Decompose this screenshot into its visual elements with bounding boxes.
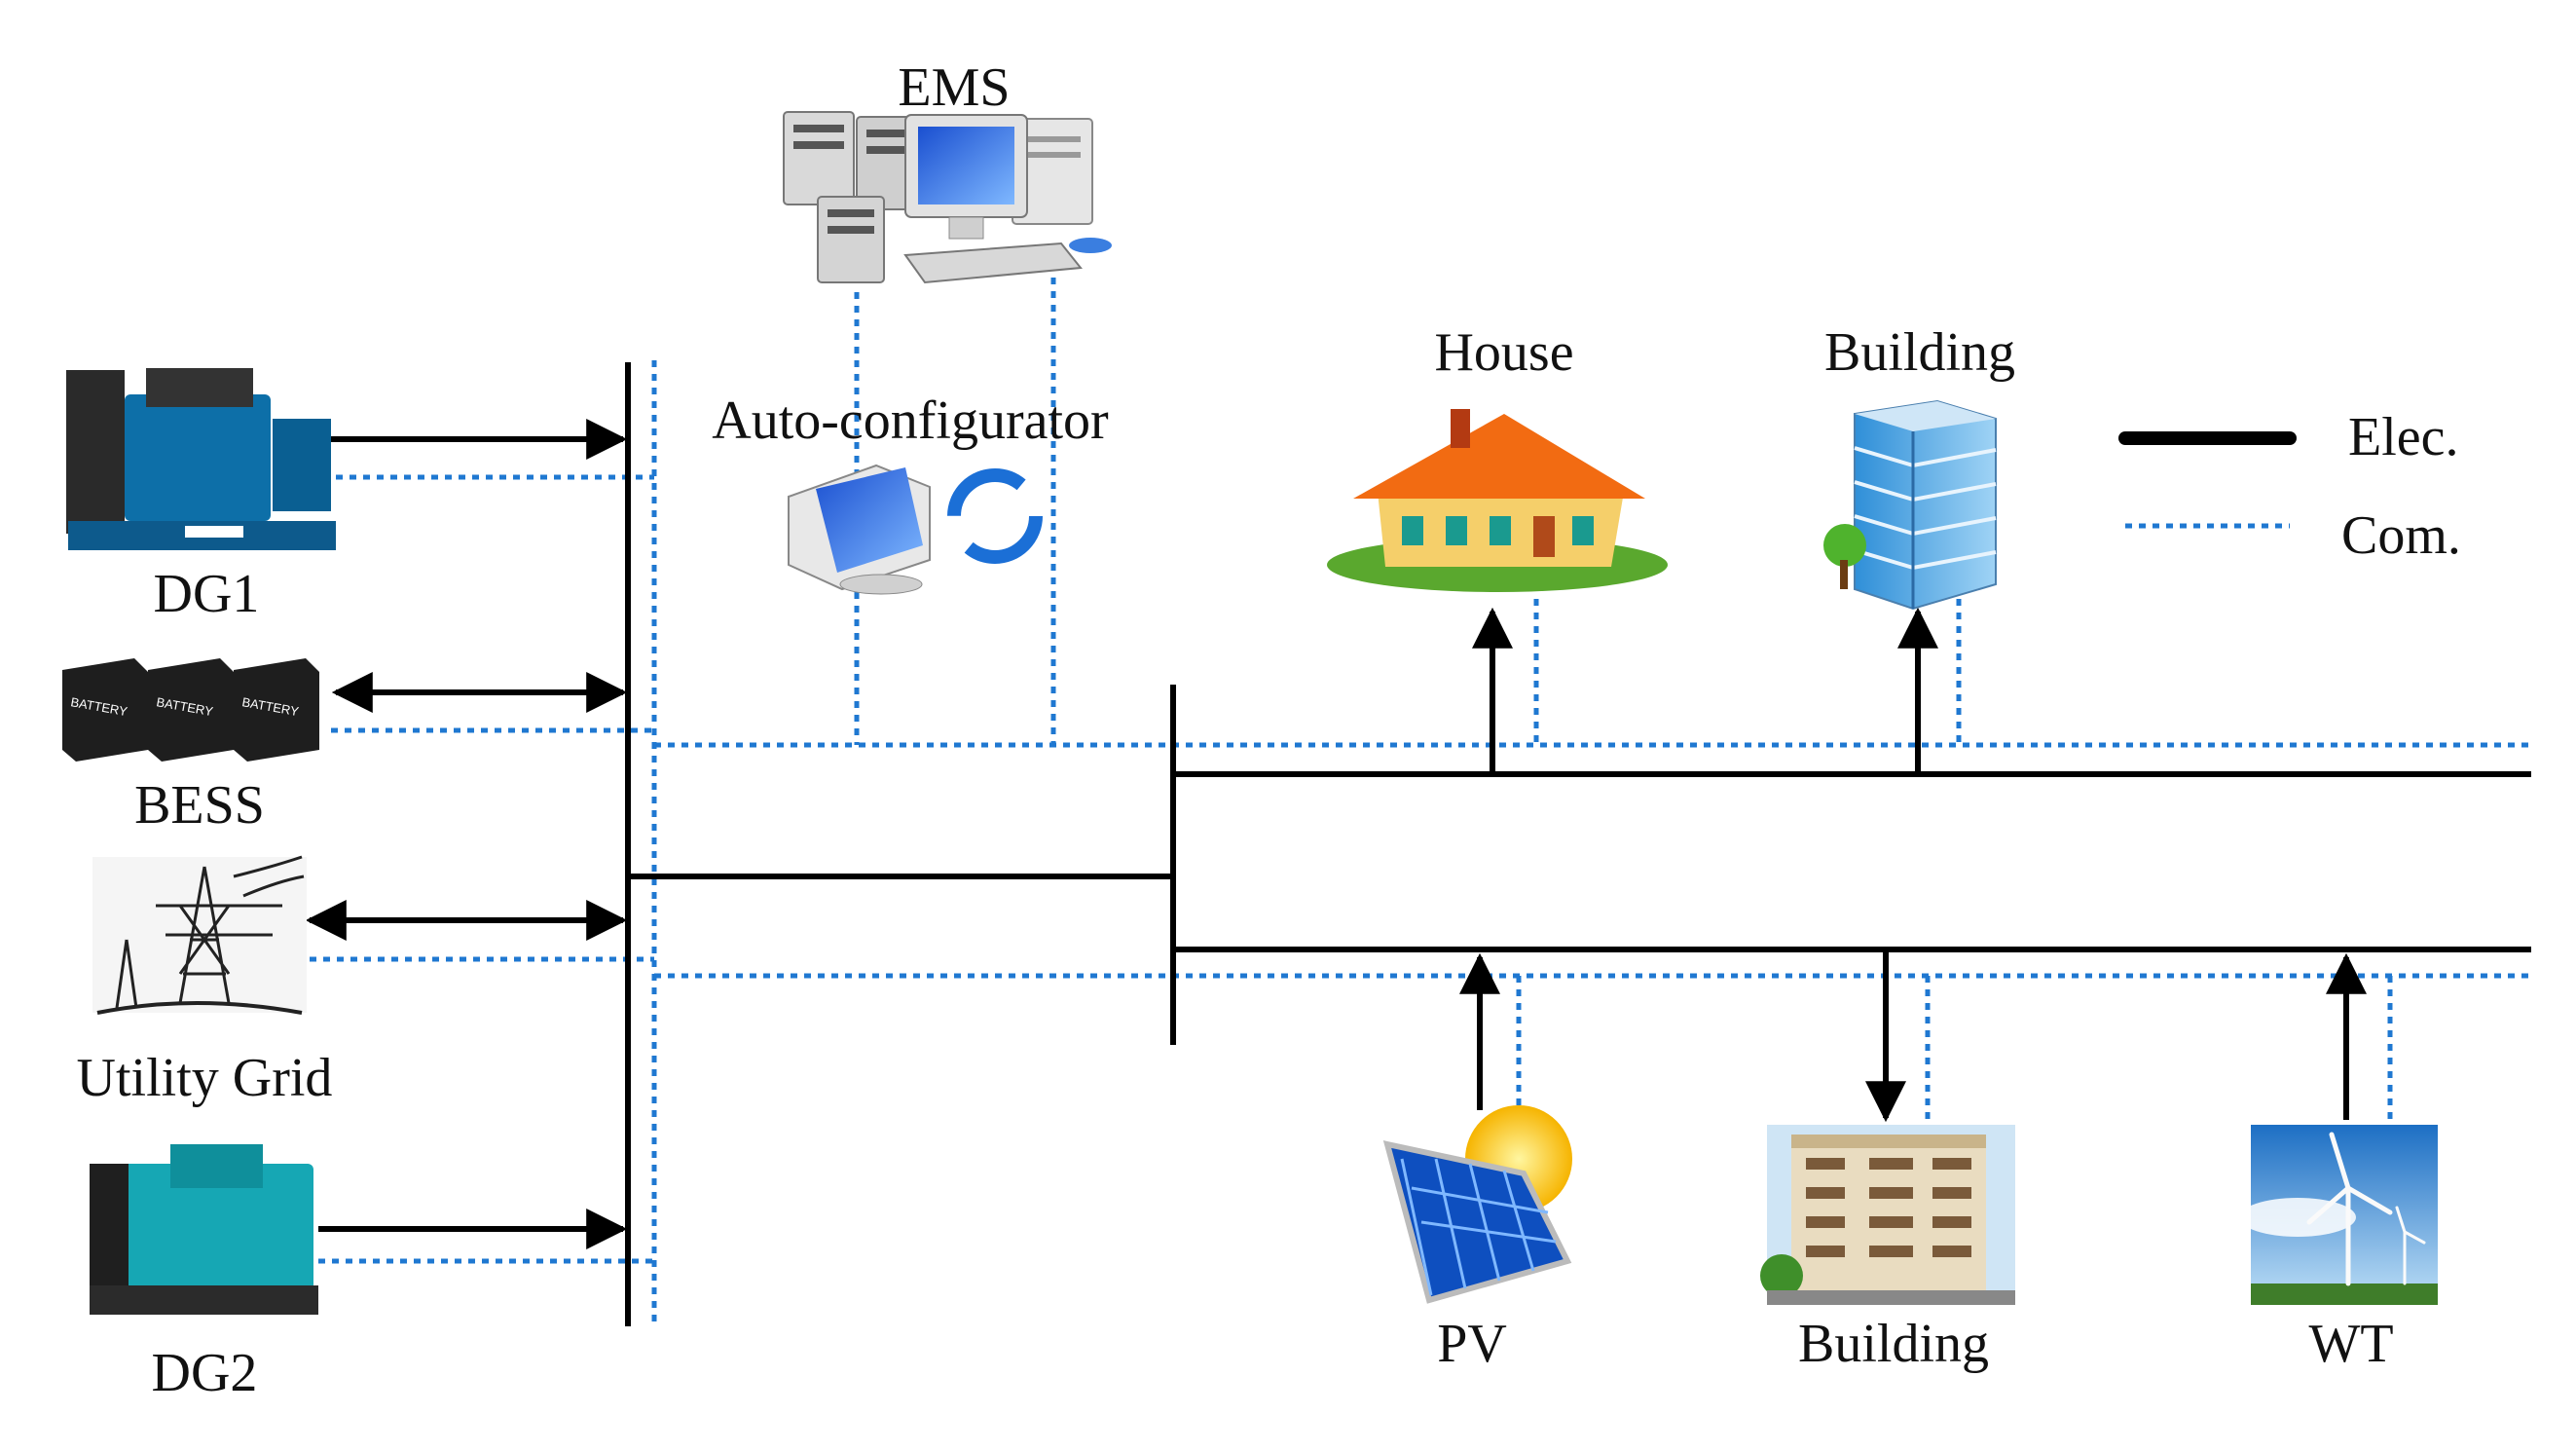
auto-configurator-label: Auto-configurator [712, 391, 1109, 451]
wt-label: WT [2308, 1314, 2393, 1374]
utility-grid-tower-icon [92, 855, 307, 1015]
dg1-generator-icon [66, 368, 336, 550]
ems-computer-icon [783, 111, 1112, 284]
house-label: House [1434, 322, 1573, 383]
house-icon [1327, 409, 1668, 592]
building-top-icon [1823, 399, 1997, 611]
building-bottom-icon [1760, 1125, 2015, 1305]
building-bottom-label: Building [1798, 1314, 1989, 1374]
component-labels: EMS Auto-configurator DG1 BESS Utility G… [77, 57, 2394, 1403]
utility-grid-label: Utility Grid [77, 1048, 333, 1108]
building-top-label: Building [1824, 322, 2015, 383]
communication-lines [310, 278, 2531, 1324]
legend: Elec. Com. [2118, 407, 2461, 566]
pv-label: PV [1437, 1314, 1507, 1374]
ems-label: EMS [898, 57, 1010, 118]
dg1-label: DG1 [154, 564, 260, 624]
auto-configurator-icon [788, 464, 1043, 595]
legend-elec-label: Elec. [2348, 407, 2458, 467]
bess-battery-icon: BATTERY BATTERY BATTERY [62, 658, 319, 762]
legend-com-label: Com. [2341, 505, 2461, 566]
wt-wind-turbine-icon [2239, 1125, 2438, 1305]
dg2-label: DG2 [152, 1343, 258, 1403]
pv-solar-icon [1382, 1105, 1572, 1304]
bess-label: BESS [134, 775, 265, 836]
dg2-generator-icon [90, 1144, 318, 1315]
electric-lines [305, 362, 2531, 1326]
